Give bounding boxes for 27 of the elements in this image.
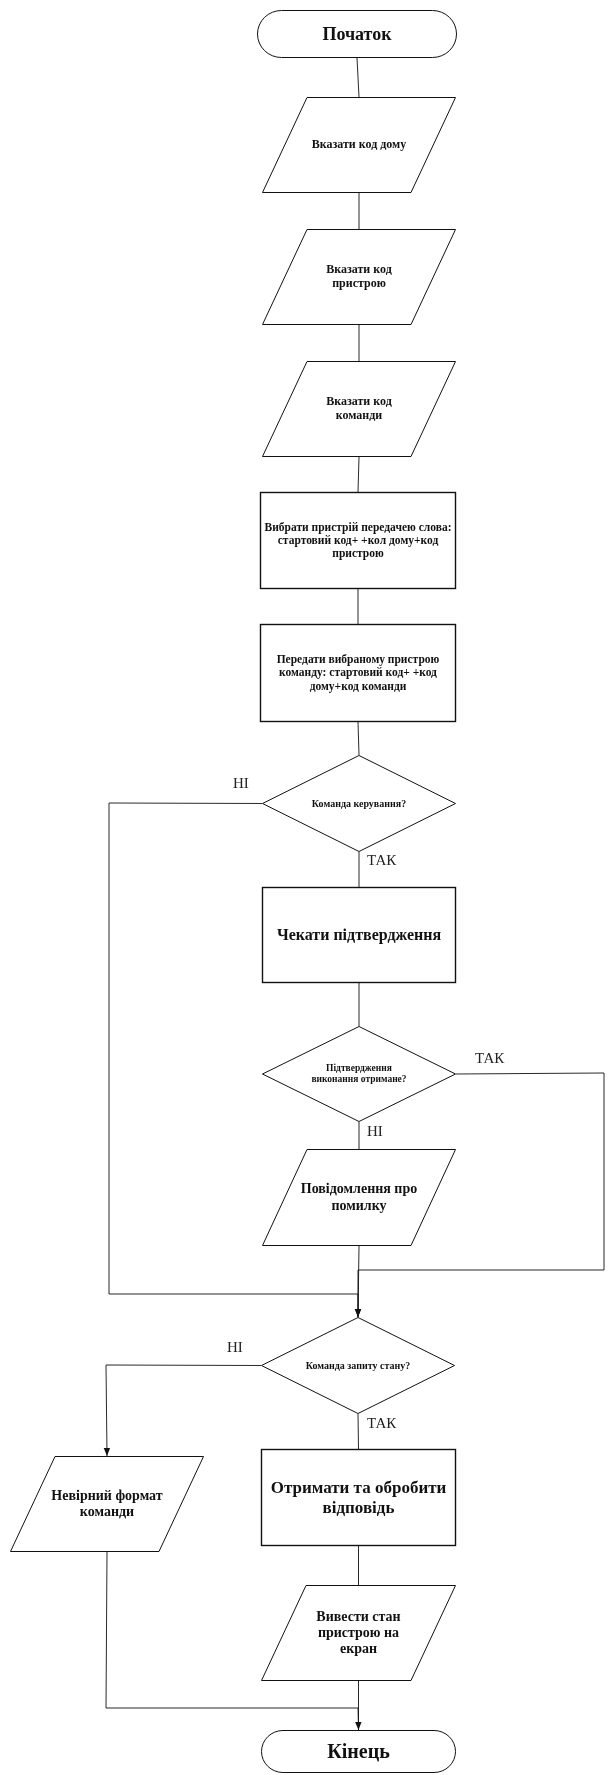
- connector-line: [358, 982, 360, 1027]
- node-label: Початок: [321, 23, 393, 45]
- node-label: Команда запиту стану?: [304, 1359, 412, 1372]
- node-label: Повідомлення про помилку: [299, 1181, 419, 1214]
- connector-line: [358, 851, 360, 888]
- connector-line: [358, 324, 360, 362]
- connector-line: [357, 1245, 360, 1318]
- node-label: Передати вибраному пристрою команду: стартовий код+ +код дому+код команди: [275, 653, 441, 693]
- node-label: Кінець: [326, 1740, 391, 1763]
- connector-line: [357, 456, 360, 493]
- connector-line: [356, 57, 360, 98]
- connector-line: [358, 1121, 360, 1150]
- node-label: Вибрати пристрій передачею слова: стартовий код+ +кол дому+код пристрою: [263, 520, 453, 561]
- connector-line: [357, 588, 359, 625]
- node-label: Вказати код команди: [325, 395, 393, 423]
- node-label: Команда керування?: [310, 797, 408, 810]
- node-label: Вказати код дому: [310, 138, 408, 152]
- connector-line: [358, 1545, 359, 1586]
- connector-line: [357, 721, 360, 756]
- node-label: Чекати підтвердження: [275, 925, 443, 945]
- node-label: Вивести стан пристрою на екран: [315, 1608, 402, 1658]
- node-label: Вказати код пристрою: [325, 263, 393, 291]
- connector-line: [357, 1413, 359, 1450]
- connector-line: [358, 192, 360, 230]
- node-label: Невірний формат команди: [50, 1487, 164, 1521]
- node-label: Отримати та обробити відповідь: [269, 1477, 448, 1518]
- node-label: Підтвердження виконання отримане?: [310, 1063, 408, 1085]
